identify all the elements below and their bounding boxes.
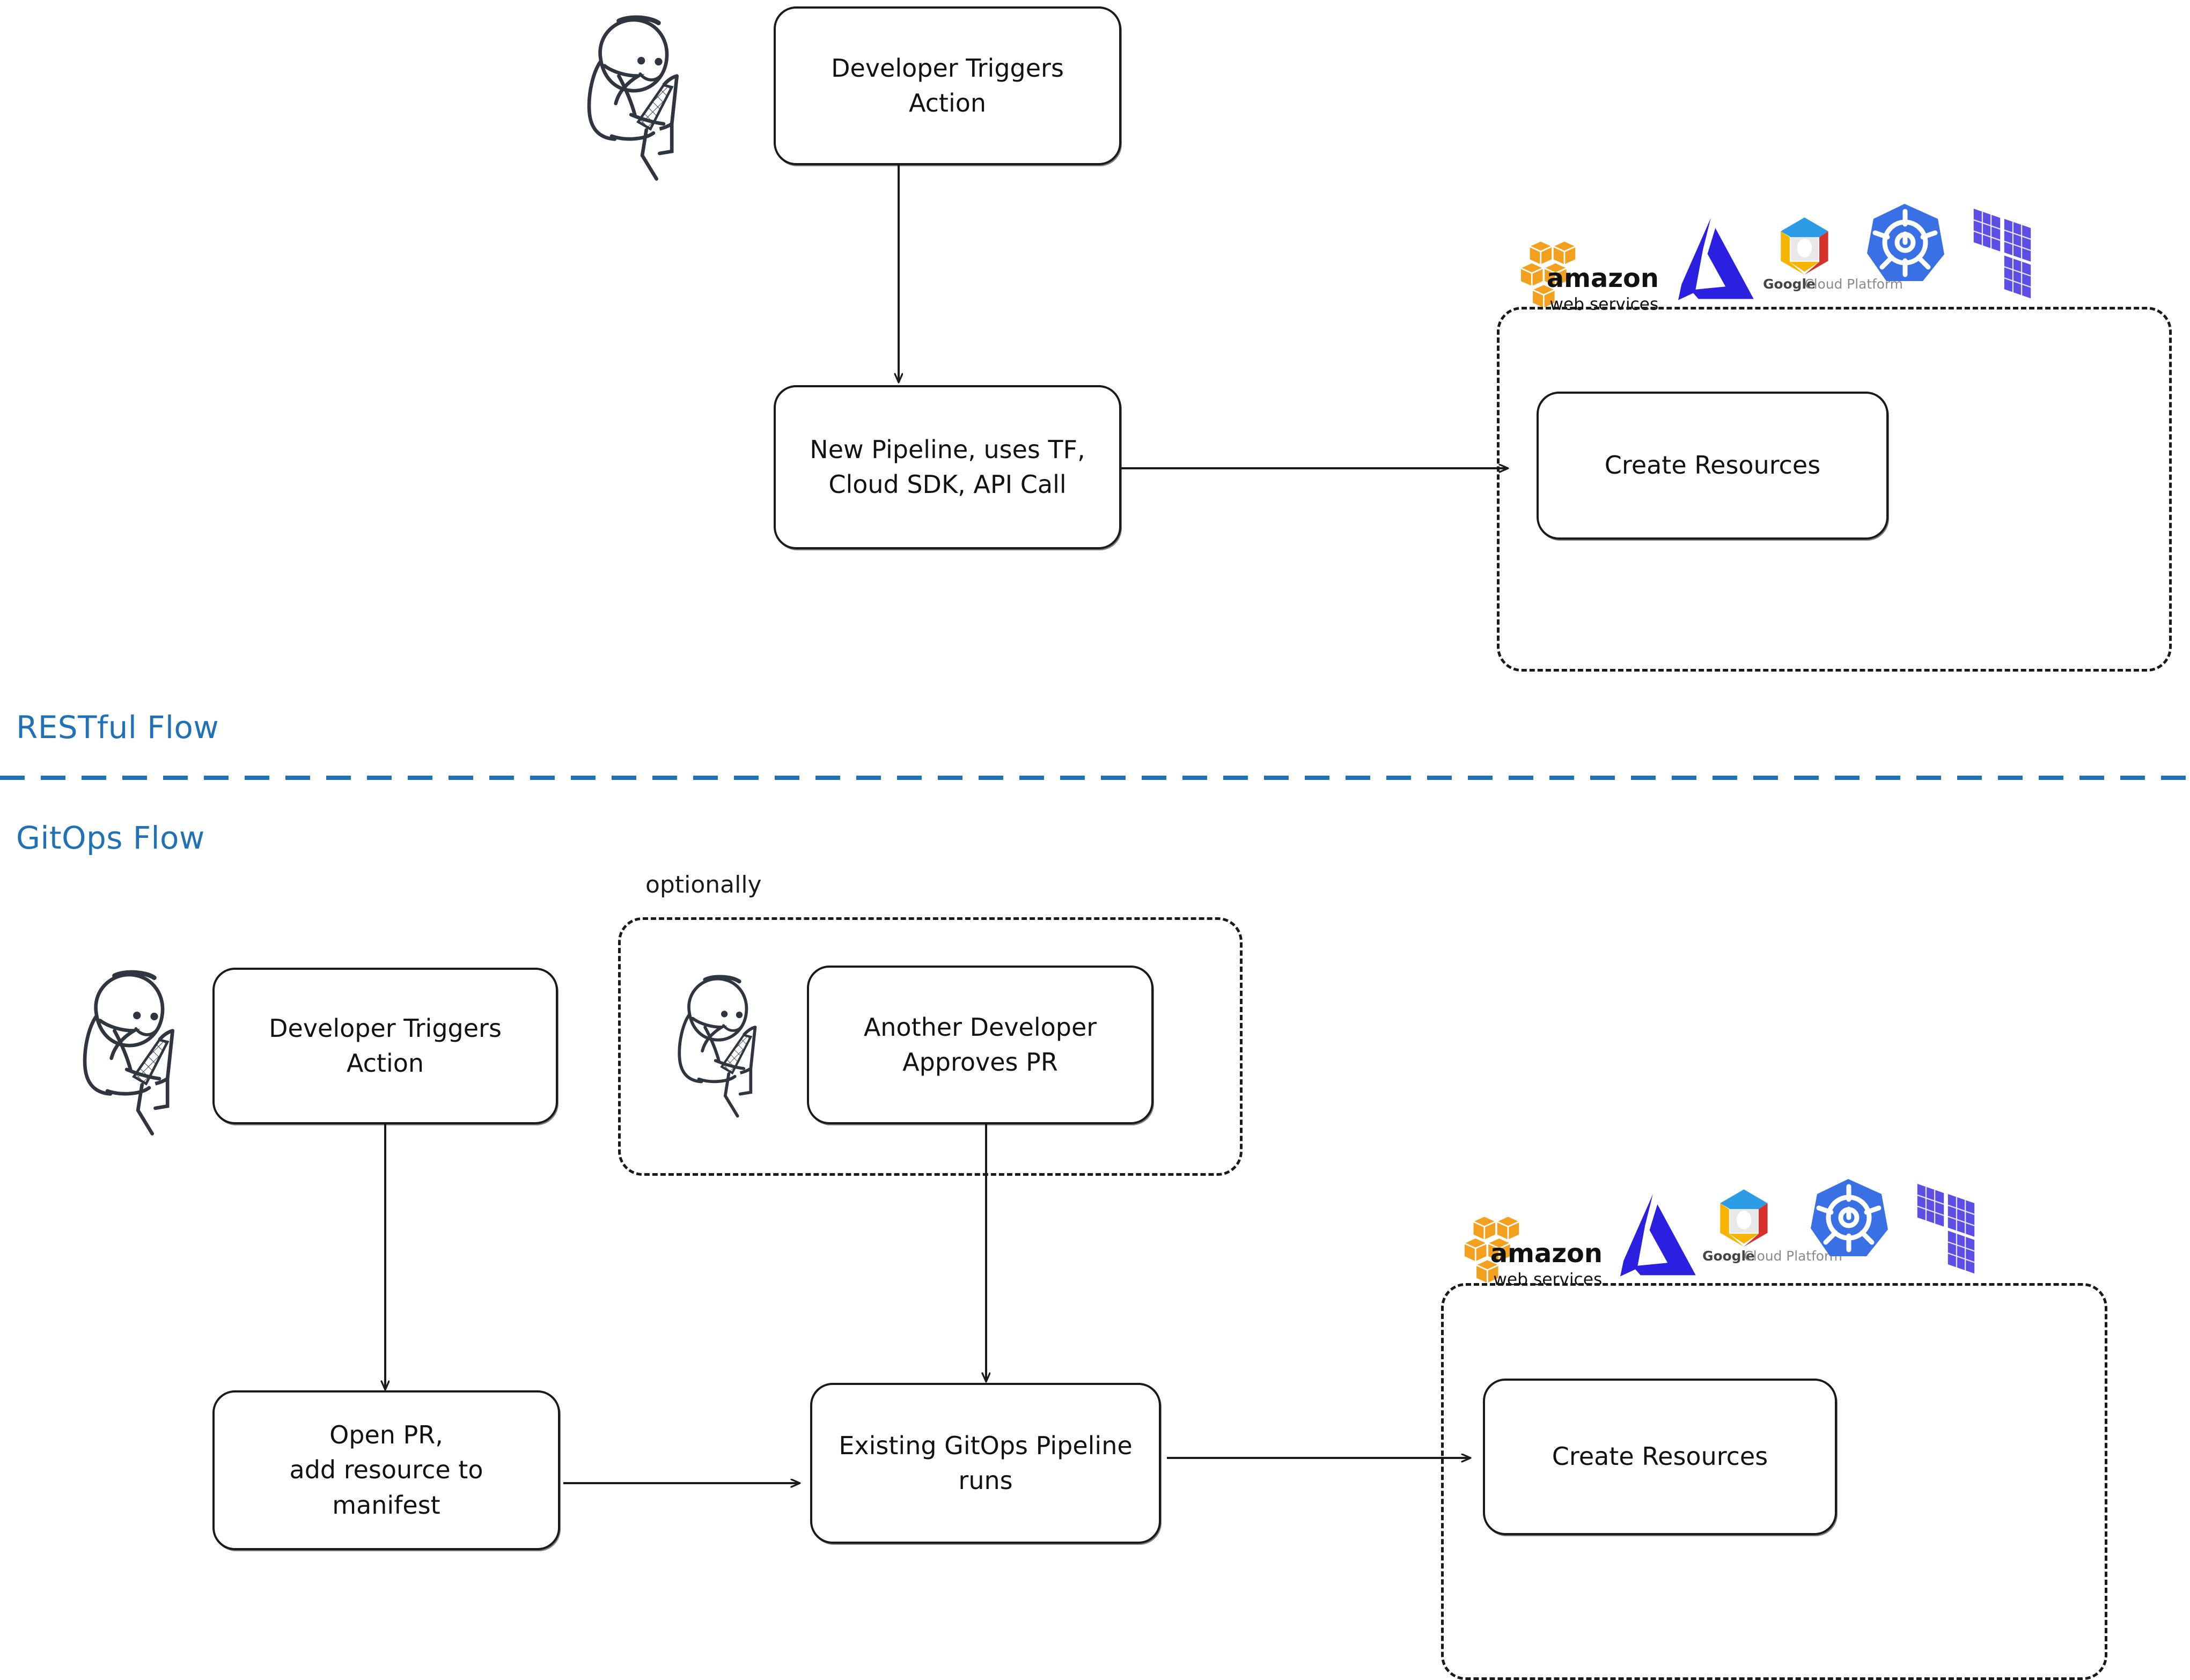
- diagram-canvas: amazon web services Google Cloud Platfor…: [0, 6, 2190, 1680]
- optionally-label: optionally: [645, 871, 762, 898]
- node-developer-triggers-action-gitops[interactable]: Developer Triggers Action: [212, 968, 558, 1124]
- kubernetes-logo: [1811, 1179, 1888, 1256]
- node-label: Create Resources: [1604, 451, 1821, 480]
- terraform-logo: [1916, 1183, 1975, 1274]
- aws-logo: amazon web services: [1520, 241, 1659, 314]
- svg-text:Cloud Platform: Cloud Platform: [1804, 276, 1903, 292]
- node-label: Open PR, add resource to manifest: [289, 1420, 483, 1520]
- node-label: Existing GitOps Pipeline runs: [839, 1431, 1133, 1495]
- terraform-logo: [1973, 208, 2032, 299]
- azure-logo: [1678, 218, 1754, 300]
- svg-text:amazon: amazon: [1547, 264, 1659, 293]
- gcp-logo: Google Cloud Platform: [1702, 1189, 1842, 1264]
- gcp-logo: Google Cloud Platform: [1763, 217, 1903, 292]
- svg-text:Cloud Platform: Cloud Platform: [1744, 1248, 1842, 1264]
- node-label: Developer Triggers Action: [831, 53, 1064, 117]
- section-title-gitops: GitOps Flow: [16, 820, 205, 856]
- node-open-pr-add-resource[interactable]: Open PR, add resource to manifest: [212, 1390, 560, 1550]
- svg-text:Google: Google: [1702, 1248, 1755, 1264]
- node-label: Developer Triggers Action: [269, 1013, 502, 1078]
- section-title-restful: RESTful Flow: [16, 709, 219, 746]
- node-create-resources-restful[interactable]: Create Resources: [1537, 392, 1888, 540]
- cloud-provider-group-restful: [1497, 307, 2172, 672]
- node-new-pipeline[interactable]: New Pipeline, uses TF, Cloud SDK, API Ca…: [774, 385, 1121, 549]
- azure-logo: [1620, 1194, 1696, 1277]
- kubernetes-logo: [1867, 204, 1944, 281]
- svg-text:Google: Google: [1763, 276, 1816, 292]
- node-existing-gitops-pipeline[interactable]: Existing GitOps Pipeline runs: [810, 1383, 1161, 1544]
- optional-approval-group: [618, 917, 1243, 1176]
- node-another-developer-approves-pr[interactable]: Another Developer Approves PR: [807, 966, 1153, 1124]
- developer-laptop-icon-restful: [589, 18, 677, 179]
- node-developer-triggers-action-restful[interactable]: Developer Triggers Action: [774, 6, 1121, 165]
- aws-logo: amazon web services: [1464, 1216, 1603, 1289]
- node-create-resources-gitops[interactable]: Create Resources: [1483, 1379, 1837, 1535]
- node-label: New Pipeline, uses TF, Cloud SDK, API Ca…: [810, 434, 1085, 499]
- node-label: Create Resources: [1552, 1442, 1768, 1471]
- svg-text:amazon: amazon: [1490, 1239, 1603, 1269]
- developer-laptop-icon-gitops: [85, 972, 173, 1134]
- node-label: Another Developer Approves PR: [863, 1012, 1097, 1077]
